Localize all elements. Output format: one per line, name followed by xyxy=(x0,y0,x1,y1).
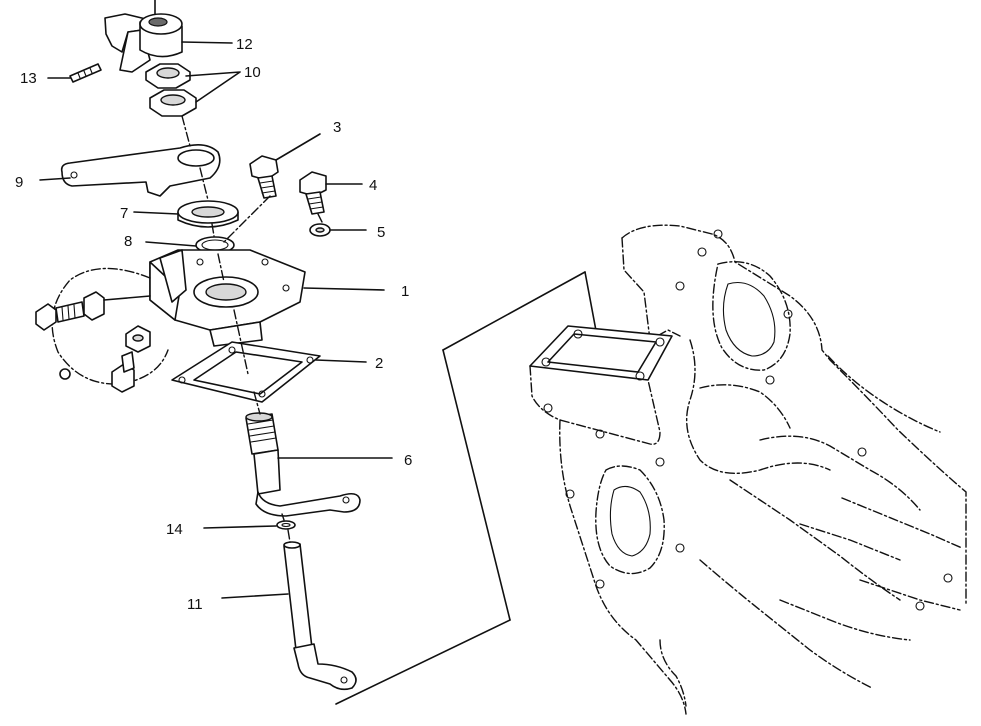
part-7-seal xyxy=(177,200,239,228)
callout-8: 8 xyxy=(124,233,132,250)
part-14-o-ring xyxy=(276,520,296,530)
part-1-housing xyxy=(149,249,306,347)
callout-7: 7 xyxy=(120,205,128,222)
part-13-pin xyxy=(69,63,102,83)
callout-labels: 12 13 10 3 9 4 7 5 8 1 2 6 14 11 xyxy=(15,36,412,613)
callout-9: 9 xyxy=(15,174,23,191)
callout-1: 1 xyxy=(401,283,409,300)
callout-5: 5 xyxy=(377,224,385,241)
part-2-gasket xyxy=(171,341,321,403)
center-guide-lines xyxy=(181,115,323,543)
callout-12: 12 xyxy=(236,36,253,53)
part-11-lower-shaft xyxy=(283,541,357,691)
part-5-washer xyxy=(309,223,331,237)
part-10-nut-upper xyxy=(145,63,191,89)
callout-13: 13 xyxy=(20,70,37,87)
part-9-lever-arm xyxy=(60,144,221,197)
callout-11: 11 xyxy=(187,596,203,613)
left-bolt-group xyxy=(35,267,169,393)
part-4-bolt xyxy=(299,171,327,215)
part-12-pivot-block xyxy=(104,0,183,73)
part-10-nut-lower xyxy=(149,89,197,117)
part-3-bolt xyxy=(249,155,279,199)
callout-3: 3 xyxy=(333,119,341,136)
engine-block xyxy=(529,224,967,715)
callout-4: 4 xyxy=(369,177,377,194)
part-6-shaft xyxy=(245,412,361,517)
callout-6: 6 xyxy=(404,452,412,469)
callout-14: 14 xyxy=(166,521,183,538)
leader-lines xyxy=(39,41,393,599)
callout-2: 2 xyxy=(375,355,383,372)
callout-10: 10 xyxy=(244,64,261,81)
